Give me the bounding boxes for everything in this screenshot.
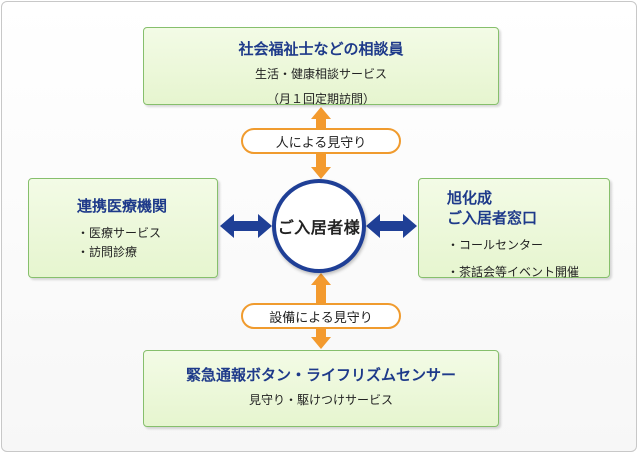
arrow-right-horizontal	[366, 214, 417, 238]
equipment-watch-label: 設備による見守り	[241, 303, 401, 329]
emergency-box: 緊急通報ボタン・ライフリズムセンサー 見守り・駆けつけサービス	[143, 350, 499, 427]
counselor-box: 社会福祉士などの相談員 生活・健康相談サービス （月１回定期訪問）	[143, 27, 499, 106]
medical-item: ・訪問診療	[77, 245, 138, 259]
counselor-title: 社会福祉士などの相談員	[238, 40, 404, 58]
resident-desk-item: ・コールセンター	[447, 238, 544, 252]
people-watch-label: 人による見守り	[241, 128, 401, 154]
resident-desk-box: 旭化成 ご入居者窓口 ・コールセンター ・茶話会等イベント開催	[418, 178, 610, 279]
resident-desk-item: ・茶話会等イベント開催	[447, 265, 580, 279]
resident-desk-title-line1: 旭化成	[447, 189, 493, 207]
resident-desk-title-line2: ご入居者窓口	[447, 209, 538, 227]
arrow-left-horizontal	[220, 214, 272, 238]
emergency-title: 緊急通報ボタン・ライフリズムセンサー	[185, 366, 456, 384]
resident-label: ご入居者様	[277, 218, 361, 237]
counselor-frequency: （月１回定期訪問）	[266, 92, 375, 106]
medical-item: ・医療サービス	[77, 226, 162, 240]
medical-title: 連携医療機関	[77, 197, 168, 215]
resident-circle: ご入居者様	[272, 179, 366, 273]
medical-institution-box: 連携医療機関 ・医療サービス ・訪問診療	[28, 178, 218, 278]
counselor-service: 生活・健康相談サービス	[254, 67, 387, 81]
emergency-service: 見守り・駆けつけサービス	[248, 393, 393, 407]
resident-desk-title: 旭化成 ご入居者窓口	[447, 188, 609, 228]
